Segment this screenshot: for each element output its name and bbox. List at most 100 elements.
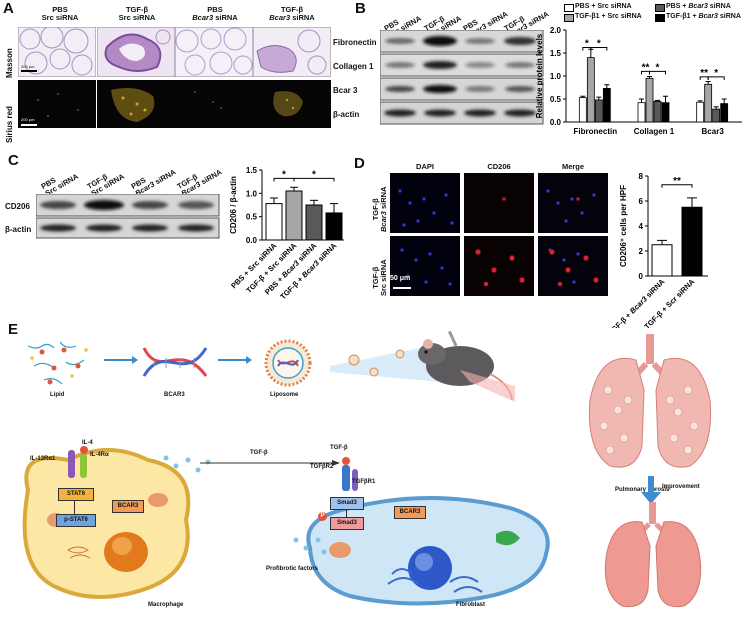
legend-label-2: TGF-β1 + Src siRNA bbox=[575, 13, 642, 20]
if-image-cd206-2 bbox=[464, 236, 534, 296]
chart-d-bar bbox=[651, 244, 673, 277]
chart-d-ytick-label: 0 bbox=[639, 272, 644, 281]
sirius-scale-text: 200 μm bbox=[21, 117, 35, 122]
panel-label-a: A bbox=[3, 0, 14, 17]
chart-d-bracket bbox=[661, 184, 693, 188]
masson-image-1 bbox=[18, 27, 96, 77]
chart-b-annotation: * bbox=[585, 38, 589, 49]
sirius-image-1 bbox=[18, 80, 96, 128]
liposome-label: Liposome bbox=[270, 392, 299, 398]
tgfb-arrow-label: TGF-β bbox=[250, 450, 268, 456]
chart-c-ytick-label: 0.5 bbox=[246, 213, 258, 222]
chart-d-annotation: ** bbox=[673, 176, 681, 187]
chart-c-bar bbox=[305, 204, 323, 241]
chart-b-y-label: Relative protein levels bbox=[535, 33, 544, 118]
panel-d-col-cd206: CD206 bbox=[487, 162, 511, 171]
chart-d-ytick-label: 6 bbox=[639, 197, 644, 206]
chart-b-bar bbox=[712, 108, 721, 123]
chart-b-bar bbox=[602, 88, 611, 123]
panel-a-row-sirius: Sirius red bbox=[5, 106, 14, 143]
improvement-arrow bbox=[641, 476, 661, 504]
chart-b-bar bbox=[586, 57, 595, 123]
chart-b-ytick-label: 2.0 bbox=[550, 26, 562, 35]
chart-c-bar bbox=[325, 212, 343, 241]
il4r-label: IL-4Rα bbox=[90, 452, 109, 458]
macrophage-illustration bbox=[22, 448, 191, 599]
bcar3-label: BCAR3 bbox=[164, 392, 185, 398]
chart-b-bar bbox=[661, 102, 670, 123]
chart-d-ytick-label: 8 bbox=[639, 172, 644, 181]
tgfbr1-label: TGFβR1 bbox=[352, 479, 376, 485]
chart-c-ytick-label: 0.0 bbox=[246, 236, 258, 245]
sirius-image-4 bbox=[253, 80, 331, 128]
tgfb-arrow bbox=[200, 460, 340, 466]
chart-c-bar bbox=[285, 190, 303, 241]
chart-b-ytick-label: 0.0 bbox=[550, 118, 562, 127]
band-label-collagen: Collagen 1 bbox=[333, 62, 374, 71]
chart-c-ytick-label: 1.5 bbox=[246, 166, 258, 175]
if-image-merge-1 bbox=[538, 173, 608, 233]
chart-c-annotation: * bbox=[282, 169, 286, 180]
legend-swatch-4 bbox=[655, 14, 665, 22]
panel-c-blots bbox=[36, 194, 220, 239]
bcar3-mac-box: BCAR3 bbox=[112, 500, 144, 513]
legend-swatch-3 bbox=[655, 4, 665, 12]
chart-b-annotation: ** bbox=[642, 62, 650, 73]
fibroblast-label: Fibroblast bbox=[456, 602, 486, 608]
masson-image-4 bbox=[253, 27, 331, 77]
if-scale-bar bbox=[393, 287, 411, 289]
il4-receptors bbox=[68, 446, 88, 478]
band-label-c-actin: β-actin bbox=[5, 225, 32, 234]
stat6-arrow bbox=[74, 500, 75, 514]
lipid-label: Lipid bbox=[50, 392, 65, 398]
profibrotic-dots bbox=[293, 537, 327, 555]
masson-scale-text: 200 μm bbox=[21, 64, 35, 69]
pstat6-box: p-STAT6 bbox=[56, 514, 96, 527]
bcar3-dna-illustration bbox=[142, 347, 208, 377]
legend-swatch-2 bbox=[564, 14, 574, 22]
panel-d-col-merge: Merge bbox=[561, 162, 585, 171]
legend-label-4: TGF-β1 + Bcar3 siRNA bbox=[666, 13, 741, 20]
lipid-illustration bbox=[27, 341, 88, 385]
panel-b-blots bbox=[380, 30, 544, 125]
chart-d-x-label: TGF-β + Scr siRNA bbox=[642, 277, 696, 328]
panel-label-b: B bbox=[355, 0, 366, 17]
chart-b-x-label: Bcar3 bbox=[702, 127, 725, 136]
if-image-cd206-1 bbox=[464, 173, 534, 233]
chart-d-bar bbox=[681, 206, 703, 277]
chart-b-annotation: * bbox=[597, 38, 601, 49]
chart-b-ytick-label: 0.5 bbox=[550, 95, 562, 104]
chart-c-bar bbox=[265, 203, 283, 241]
tgfbr2-label: TGFβR2 bbox=[310, 464, 334, 470]
sirius-scale-bar bbox=[21, 124, 37, 126]
stat6-box: STAT6 bbox=[58, 488, 94, 501]
tgfb-label: TGF-β bbox=[330, 445, 348, 451]
masson-image-2 bbox=[97, 27, 175, 77]
tgfb-dots-left bbox=[163, 455, 211, 473]
masson-image-3 bbox=[175, 27, 253, 77]
chart-d-ytick-label: 2 bbox=[639, 247, 644, 256]
chart-b-bar bbox=[696, 101, 705, 123]
if-image-dapi-2 bbox=[390, 236, 460, 296]
chart-d-ytick-label: 4 bbox=[639, 222, 644, 231]
sirius-image-3 bbox=[175, 80, 253, 128]
panel-label-c: C bbox=[8, 152, 19, 169]
healthy-lungs-illustration bbox=[604, 502, 702, 608]
chart-c-bracket bbox=[293, 177, 335, 182]
legend-label-3: PBS + Bcar3 siRNA bbox=[666, 3, 731, 10]
masson-scale-bar bbox=[21, 70, 37, 72]
fibroblast-illustration bbox=[306, 496, 550, 606]
chart-b-bar bbox=[704, 83, 713, 123]
pulmonary-fibrosis-label: Pulmonary fibrosis bbox=[615, 487, 670, 493]
